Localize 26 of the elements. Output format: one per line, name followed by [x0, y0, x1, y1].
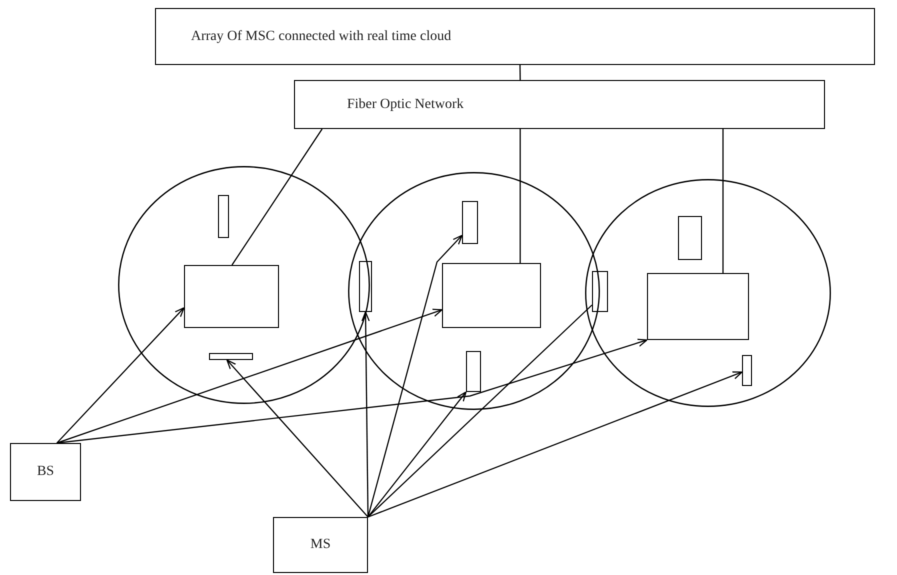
arrow [56, 338, 648, 444]
rectangle [218, 195, 229, 238]
rectangle [466, 351, 481, 392]
arrow [56, 308, 443, 444]
rectangle [184, 265, 279, 328]
ms-box: MS [273, 517, 368, 573]
arrow [368, 371, 743, 518]
arrow [56, 307, 185, 444]
connector-line [519, 65, 521, 80]
connector-line [232, 128, 323, 266]
rectangle [462, 201, 478, 244]
network-box: Fiber Optic Network [294, 80, 825, 129]
connector-line [368, 304, 592, 518]
connector-line [722, 129, 724, 273]
rectangle [742, 355, 752, 386]
arrow [368, 391, 467, 518]
arrow [361, 311, 370, 517]
bs-box: BS [10, 443, 81, 501]
arrow [226, 359, 368, 518]
rectangle [678, 216, 702, 260]
connector-line [520, 129, 521, 263]
msc-box: Array Of MSC connected with real time cloud [155, 8, 875, 65]
rectangle [647, 273, 749, 340]
bar [209, 353, 253, 360]
rectangle [442, 263, 541, 328]
arrow [367, 234, 463, 518]
